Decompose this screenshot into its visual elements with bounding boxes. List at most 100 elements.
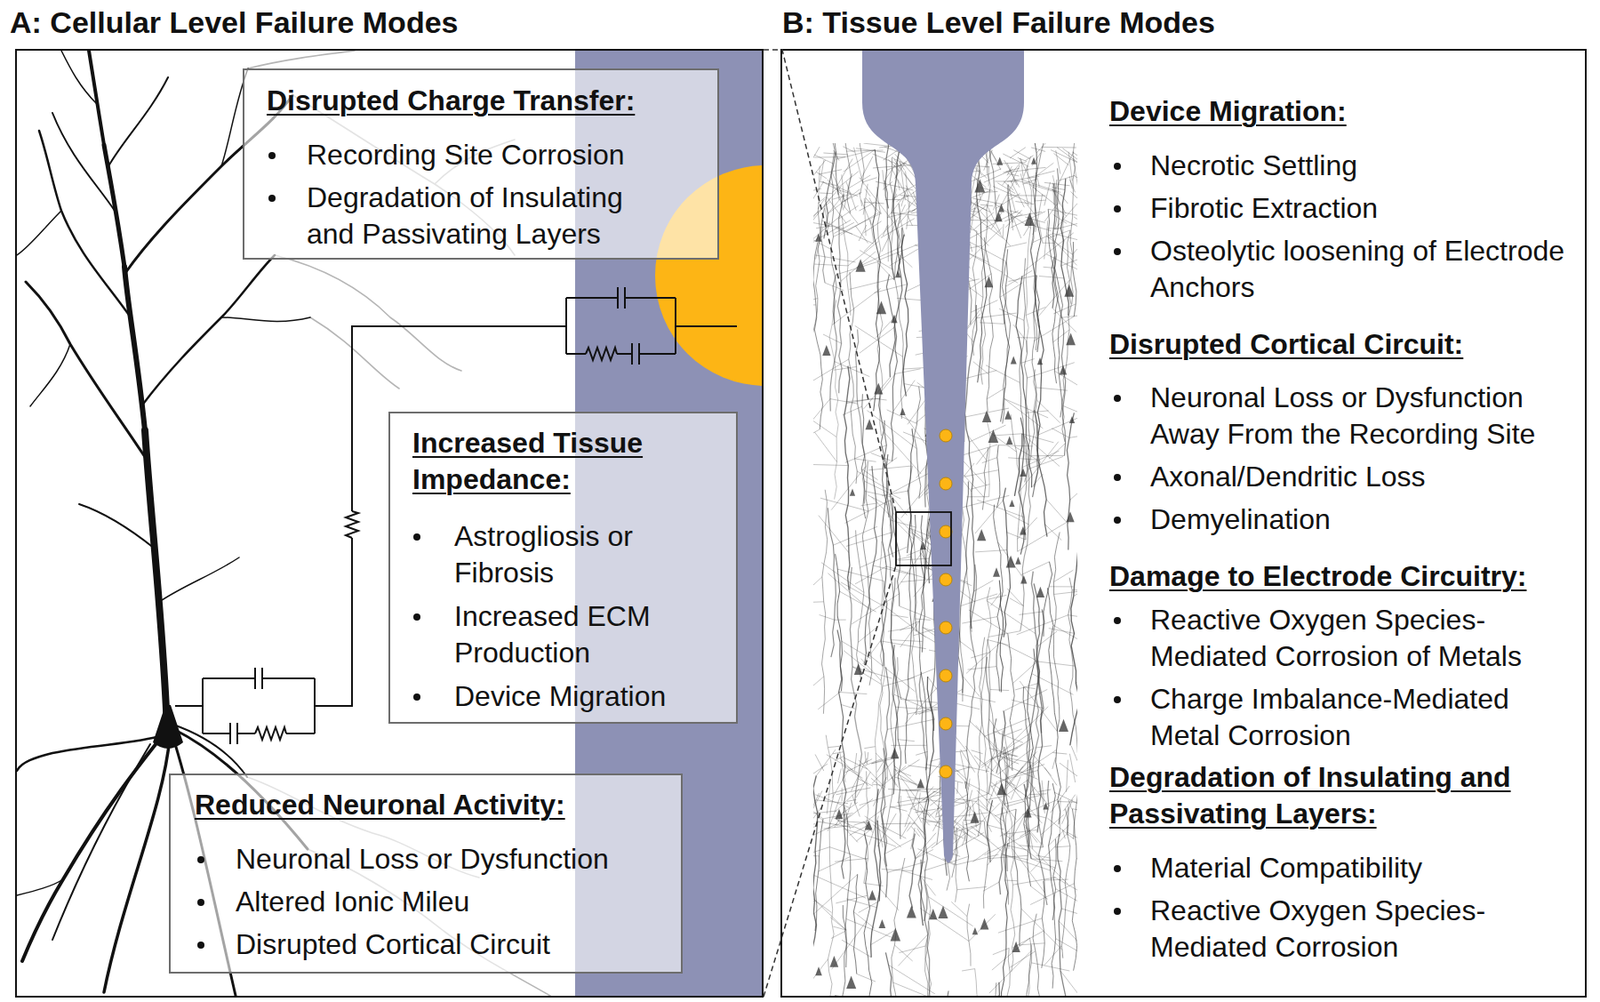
neurite-fragment xyxy=(841,203,858,224)
neurite-branch xyxy=(859,177,896,225)
neurite-fragment xyxy=(885,199,901,200)
neurite-fragment xyxy=(877,813,896,847)
neurite-branch xyxy=(1032,673,1074,696)
neurite-branch xyxy=(857,625,879,642)
neurite-branch xyxy=(834,857,869,862)
neurite-fragment xyxy=(860,156,873,180)
neurite-branch xyxy=(1036,400,1060,424)
neurite xyxy=(913,386,920,499)
neurite xyxy=(919,545,928,770)
neuron-soma xyxy=(815,966,823,976)
neurite-branch xyxy=(856,471,889,490)
neurite-fragment xyxy=(840,758,869,786)
neurite-branch xyxy=(964,470,999,478)
neurite-branch xyxy=(855,325,904,357)
bullet-item: Neuronal Loss or Dysfunction xyxy=(235,840,663,878)
neurite-branch xyxy=(970,652,991,659)
neurite-branch xyxy=(1053,329,1071,343)
neurite-fragment xyxy=(842,146,855,152)
neurite-fragment xyxy=(813,824,816,834)
bullet-text: Neuronal Loss or Dysfunction xyxy=(235,842,609,875)
bullet-item: Fibrotic Extraction xyxy=(1150,190,1577,227)
neurite-branch xyxy=(1072,266,1078,296)
neurite-fragment xyxy=(1031,147,1046,152)
neurite-branch xyxy=(899,620,920,631)
neuron-soma xyxy=(890,314,897,324)
neuron-soma xyxy=(1037,357,1043,365)
bullet-text: Material Compatibility xyxy=(1150,851,1423,884)
neurite-fragment xyxy=(1044,202,1058,222)
neurite-branch xyxy=(976,725,1013,771)
neurite-fragment xyxy=(1054,792,1078,807)
neurite-fragment xyxy=(989,748,1019,757)
neurite-branch xyxy=(992,937,1031,970)
bullet-text: Axonal/Dendritic Loss xyxy=(1150,460,1425,493)
neurite-branch xyxy=(960,593,998,607)
neurite-branch xyxy=(957,887,987,890)
neurite xyxy=(995,982,1007,996)
neurite-branch xyxy=(897,934,928,967)
neurite xyxy=(904,514,916,764)
neurite-fragment xyxy=(841,174,845,202)
neurite-fragment xyxy=(837,186,840,200)
neurite xyxy=(1043,561,1053,637)
neurite-branch xyxy=(831,931,845,939)
neurite-fragment xyxy=(975,192,984,210)
bullet-dot xyxy=(1113,616,1121,624)
neurite xyxy=(872,149,881,411)
neurite-branch xyxy=(1044,945,1062,966)
neurite-branch xyxy=(1006,512,1030,526)
bullet-text: Necrotic Settling xyxy=(1150,149,1358,182)
neurite-branch xyxy=(846,398,874,403)
neuron-soma xyxy=(974,178,985,192)
panel-frame: A: Cellular Level Failure ModesDisrupted… xyxy=(15,48,764,998)
neurite-fragment xyxy=(882,169,885,191)
neurite-fragment xyxy=(911,825,920,837)
bullet-dot xyxy=(1113,394,1121,402)
neurite-branch xyxy=(1019,611,1045,616)
neurite-branch xyxy=(864,882,884,886)
recording-site xyxy=(939,621,952,634)
neurite-fragment xyxy=(833,222,854,233)
bullet-dot xyxy=(197,941,205,949)
neurite-fragment xyxy=(886,162,907,171)
neurite-branch xyxy=(845,445,888,464)
neurite-fragment xyxy=(813,810,837,814)
neurite xyxy=(1051,839,1056,989)
neurite-branch xyxy=(1073,584,1078,596)
neurite-fragment xyxy=(872,165,912,168)
neurite xyxy=(987,800,993,863)
neuron-soma xyxy=(830,955,840,968)
neuron-soma xyxy=(917,778,926,789)
neurite-branch xyxy=(868,465,912,471)
neurite-fragment xyxy=(869,816,880,846)
neuron-soma xyxy=(854,663,864,675)
neurite-fragment xyxy=(1062,799,1074,824)
neurite-fragment xyxy=(882,225,888,236)
neurite-fragment xyxy=(1023,180,1061,193)
neurite-fragment xyxy=(1014,751,1038,777)
bullet-item: Neuronal Loss or Dysfunction Away From t… xyxy=(1150,379,1577,453)
neurite-branch xyxy=(990,689,1009,691)
bullet-item: Charge Imbalance-Mediated Metal Corrosio… xyxy=(1150,680,1577,754)
neurite-branch xyxy=(871,453,893,462)
neurite-fragment xyxy=(911,827,916,849)
zoom-box xyxy=(896,512,952,566)
neurite-branch xyxy=(893,982,927,996)
neurite-branch xyxy=(1015,682,1040,690)
neurite-branch xyxy=(1007,829,1038,834)
neurite-branch xyxy=(884,838,914,854)
dendrite xyxy=(16,130,275,771)
neuron-soma xyxy=(890,747,899,759)
neurite xyxy=(907,428,914,553)
neurite-branch xyxy=(1068,615,1078,621)
neurite-branch xyxy=(815,432,838,462)
recording-site xyxy=(939,525,952,538)
neurite-fragment xyxy=(965,745,980,768)
neurite-fragment xyxy=(875,181,913,191)
neurite-branch xyxy=(813,959,829,996)
neurite-branch xyxy=(814,264,848,266)
neurite-branch xyxy=(973,361,990,375)
neurite-branch xyxy=(894,368,920,375)
neurite-branch xyxy=(1028,456,1064,470)
